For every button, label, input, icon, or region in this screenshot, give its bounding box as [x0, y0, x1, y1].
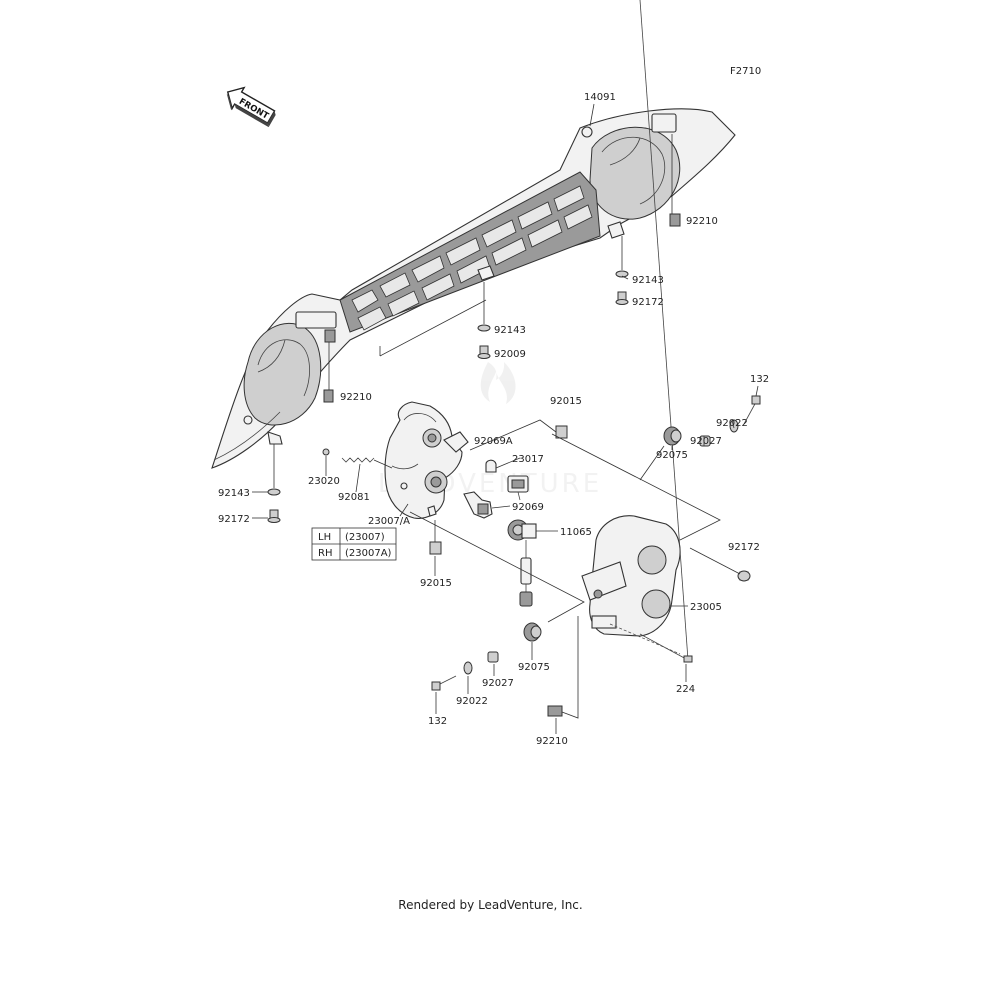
washer-92143-center	[477, 282, 491, 332]
callout-labels: 14091 92210 92143 92172 92143 92009 9221…	[218, 92, 769, 747]
label-14091: 14091	[584, 92, 616, 103]
label-92069A: 92069A	[474, 436, 513, 447]
screw-224	[639, 0, 693, 663]
label-23017: 23017	[512, 454, 544, 465]
screw-92009	[477, 345, 491, 359]
nut-23020	[322, 448, 330, 456]
bulb-92069	[463, 491, 511, 519]
label-92009: 92009	[494, 349, 526, 360]
label-132-right: 132	[750, 374, 769, 385]
label-92172-mid: 92172	[728, 542, 760, 553]
socket-23017	[507, 475, 529, 501]
label-92143-center: 92143	[494, 325, 526, 336]
figure-code: F2710	[730, 66, 761, 77]
label-92069: 92069	[512, 502, 544, 513]
clip-92015-top	[469, 419, 568, 451]
label-92143-right: 92143	[632, 275, 664, 286]
cover-grille	[339, 171, 601, 333]
footer-credit: Rendered by LeadVenture, Inc.	[398, 898, 583, 912]
headlight-unit	[581, 515, 681, 655]
label-23007A: 23007/A	[368, 516, 410, 527]
grommet-92075-bottom	[523, 622, 542, 642]
washer-92143-left	[267, 444, 281, 496]
headlight-cover	[211, 108, 736, 469]
label-92210-top-right: 92210	[686, 216, 718, 227]
clip-92015-bottom	[429, 520, 442, 555]
cover-mount-tab-right	[651, 113, 677, 133]
bolt-92172-right	[615, 291, 629, 305]
collar-92027-right	[699, 435, 711, 447]
clip-nut-92210-bottom	[547, 616, 579, 719]
label-23005: 23005	[690, 602, 722, 613]
front-arrow-icon: FRONT	[226, 86, 276, 128]
washer-92022-right	[729, 419, 739, 433]
label-92081: 92081	[338, 492, 370, 503]
clip-nut-92210-right	[669, 134, 681, 227]
bulb-92069A	[485, 457, 521, 473]
label-92075-bottom: 92075	[518, 662, 550, 673]
label-92015-bottom: 92015	[420, 578, 452, 589]
label-92172-right: 92172	[632, 297, 664, 308]
cover-mount-tab-left	[295, 311, 337, 329]
label-92143-left: 92143	[218, 488, 250, 499]
table-part-rh: (23007A)	[345, 548, 392, 559]
label-224: 224	[676, 684, 695, 695]
bolt-132-bottom	[431, 675, 457, 691]
label-92027-bottom: 92027	[482, 678, 514, 689]
label-132-bottom: 132	[428, 716, 447, 727]
label-92027-right: 92027	[690, 436, 722, 447]
label-11065: 11065	[560, 527, 592, 538]
label-92022-bottom: 92022	[456, 696, 488, 707]
socket-11065	[507, 519, 558, 607]
table-side-rh: RH	[318, 548, 332, 559]
headlight-housing	[384, 401, 469, 519]
label-92210-bottom: 92210	[536, 736, 568, 747]
table-side-lh: LH	[318, 532, 331, 543]
label-92172-left: 92172	[218, 514, 250, 525]
label-92015-top: 92015	[550, 396, 582, 407]
collar-92027-bottom	[487, 651, 499, 663]
bolt-92172-mid	[689, 547, 751, 582]
spring-92081	[341, 457, 393, 469]
side-table: LH (23007) RH (23007A)	[311, 527, 397, 561]
clip-nut-92210-left	[323, 342, 334, 403]
bolt-92172-left	[267, 509, 281, 523]
label-92075-right: 92075	[656, 450, 688, 461]
grommet-92075-right	[663, 426, 682, 446]
label-23020: 23020	[308, 476, 340, 487]
label-92210-left: 92210	[340, 392, 372, 403]
label-92022-right: 92022	[716, 418, 748, 429]
washer-92143-right	[615, 236, 629, 278]
washer-92022-bottom	[463, 661, 473, 675]
table-part-lh: (23007)	[345, 532, 385, 543]
